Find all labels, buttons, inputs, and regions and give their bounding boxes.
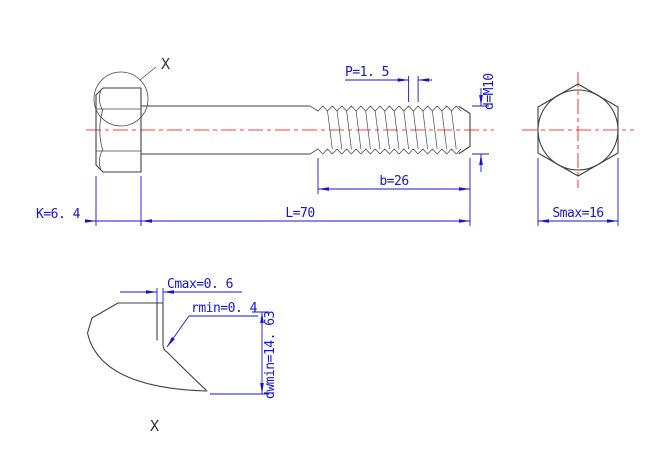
bolt-head-face-lines [95,108,142,152]
dimension-chamfer: Cmax=0. 6 [120,277,242,303]
arrowhead-icon [167,337,175,347]
dimension-washer-face: dwmin=14. 63 [210,311,278,399]
bolt-head-chamfer-arcs [98,91,104,169]
length-dim-text: L=70 [285,206,314,221]
arrowhead-icon [479,95,483,106]
bolt-side-view: X [86,55,494,173]
across-flats-dim-text: Smax=16 [552,206,603,221]
arrowhead-icon [85,219,96,223]
shank-outline [140,105,311,155]
head-height-dim-text: K=6. 4 [36,207,81,222]
dimension-head-height: K=6. 4 [36,176,141,226]
dimension-fillet-radius: rmin=0. 4 [166,301,258,348]
thread-length-dim-lines [317,158,470,194]
detail-callout-leader [139,66,157,81]
washer-face-dim-lines [210,311,269,395]
detail-marker-label: X [161,55,170,73]
chamfer-dim-text: Cmax=0. 6 [167,277,233,292]
diameter-dim-lines [472,88,489,172]
across-flats-dim-lines [537,158,619,226]
thread-profile-bottom [317,148,462,155]
thread-helix-lines [327,110,457,150]
bolt-tip-chamfer [458,105,471,155]
arrowhead-icon [260,383,264,394]
detail-view-label: X [150,417,159,435]
washer-face-dim-text: dwmin=14. 63 [263,311,278,399]
fillet-leader-lines [166,315,258,348]
head-height-dim-lines [86,176,141,226]
bolt-end-view [522,72,634,188]
bolt-head-outline [95,87,142,173]
arrowhead-icon [538,219,549,223]
hex-head-outline [537,83,619,177]
end-view-centerlines [522,72,634,188]
detail-outline [86,302,208,392]
pitch-dim-text: P=1. 5 [345,65,389,80]
head-chamfer-circle [537,89,619,171]
diameter-dim-text: d=M10 [482,73,497,110]
arrowhead-icon [459,187,470,191]
arrowhead-icon [146,290,157,294]
arrowhead-icon [163,290,174,294]
arrowhead-icon [479,154,483,165]
arrowhead-icon [459,219,470,223]
arrowhead-icon [418,78,430,82]
dimension-total-length: L=70 [140,158,471,226]
thread-length-dim-text: b=26 [379,174,408,189]
dimension-thread-diameter: d=M10 [472,73,497,172]
dimension-width-across-flats: Smax=16 [537,158,619,226]
thread-runout [309,105,319,155]
pitch-dim-lines [345,76,432,102]
chamfer-dim-lines [120,288,242,303]
thread-profile-top [317,105,462,112]
arrowhead-icon [141,219,152,223]
arrowhead-icon [607,219,618,223]
arrowhead-icon [318,187,329,191]
detail-callout-circle [93,71,149,127]
length-dim-lines [140,158,471,226]
arrowhead-icon [260,312,264,323]
dimension-thread-length: b=26 [317,158,470,194]
dimension-pitch: P=1. 5 [345,65,432,102]
arrowhead-icon [397,78,409,82]
detail-view-x: X [86,302,208,435]
fillet-dim-text: rmin=0. 4 [191,301,258,316]
